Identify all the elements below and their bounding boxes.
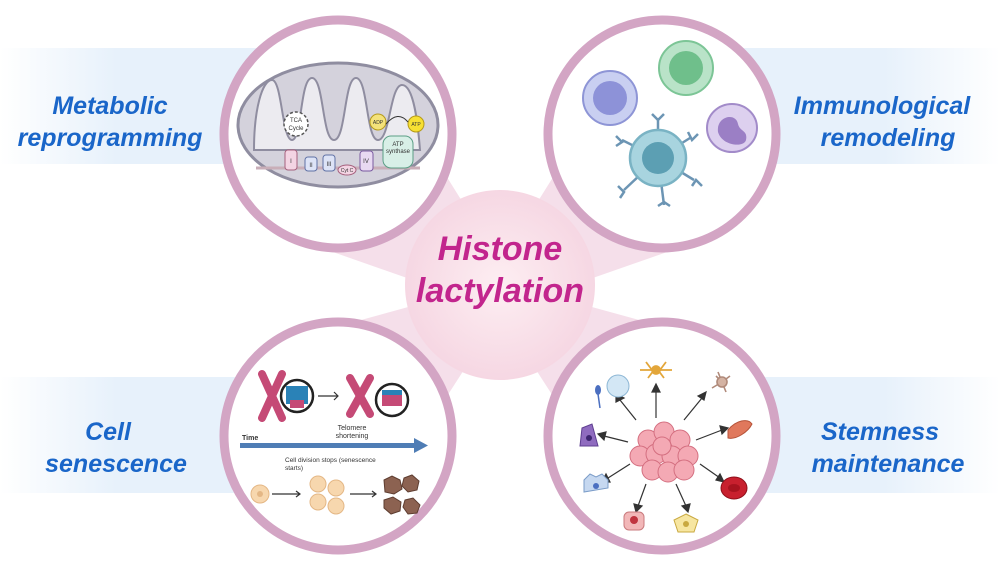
chromosome-icon	[258, 370, 315, 422]
cyt-c-label: Cyt C	[341, 168, 354, 174]
adp-label: ADP	[373, 120, 384, 126]
atp-label: ATP	[411, 122, 421, 128]
red-blood-cell-icon	[720, 476, 748, 500]
division-arrow-2	[350, 490, 377, 498]
complex-iv-label: IV	[363, 159, 369, 165]
t-cell-with-receptors-icon	[615, 113, 703, 208]
neuron-icon	[640, 361, 672, 379]
complex-i-label: I	[290, 159, 292, 165]
dividing-cells-icon	[309, 475, 345, 515]
atp-synthase-label-2: synthase	[386, 149, 411, 155]
chromosome-short-icon	[346, 374, 410, 418]
stem-cell-cluster-icon	[629, 421, 699, 483]
label-immunological-1: Immunological	[794, 92, 971, 120]
lymphocyte-icon	[658, 40, 714, 96]
center-circle	[405, 190, 595, 380]
division-label-2: starts)	[285, 465, 303, 472]
atp-synthase-label-1: ATP	[392, 142, 403, 148]
sperm-cell-icon	[595, 374, 630, 409]
complex-ii-label: II	[309, 163, 313, 169]
division-label-1: Cell division stops (senescence	[285, 457, 376, 464]
label-metabolic-2: reprogramming	[18, 124, 203, 152]
tca-cycle-icon	[283, 111, 309, 137]
label-senescence-1: Cell	[85, 418, 132, 446]
telomere-label-1: Telomere	[338, 425, 367, 432]
epithelial-cell-icon	[623, 511, 645, 531]
time-label: Time	[242, 435, 258, 442]
time-arrow	[240, 438, 428, 453]
cyt-c	[337, 164, 357, 176]
adp-arrow	[385, 116, 409, 125]
adp-badge	[369, 113, 387, 131]
b-cell-icon	[582, 70, 638, 126]
label-senescence-2: senescence	[45, 450, 187, 478]
label-stemness-2: maintenance	[812, 450, 965, 478]
macrophage-icon	[706, 103, 758, 153]
telomere-label-2: shortening	[336, 433, 369, 440]
atp-badge	[407, 115, 425, 133]
complex-i	[284, 149, 298, 171]
tca-label-2: Cycle	[288, 126, 304, 132]
atp-synthase	[382, 135, 414, 169]
label-immunological-2: remodeling	[821, 124, 956, 152]
muscle-cell-icon	[727, 420, 753, 439]
telomere-arrow-1	[318, 391, 339, 401]
label-metabolic-1: Metabolic	[52, 92, 167, 120]
label-stemness-1: Stemness	[821, 418, 939, 446]
center-title-line2: lactylation	[416, 272, 584, 310]
center-title-line1: Histone	[438, 230, 563, 268]
complex-iv	[359, 150, 374, 172]
tca-label-1: TCA	[290, 118, 302, 124]
division-arrow-1	[272, 490, 301, 498]
complex-iii	[322, 154, 336, 172]
hepatocyte-icon	[673, 513, 699, 533]
intestinal-cell-icon	[583, 473, 609, 493]
goblet-cell-icon	[579, 423, 599, 447]
healthy-cell-icon	[250, 484, 270, 504]
complex-ii	[304, 156, 318, 172]
astrocyte-icon	[711, 371, 731, 393]
senescent-cells-icon	[383, 474, 421, 515]
complex-iii-label: III	[326, 162, 331, 168]
